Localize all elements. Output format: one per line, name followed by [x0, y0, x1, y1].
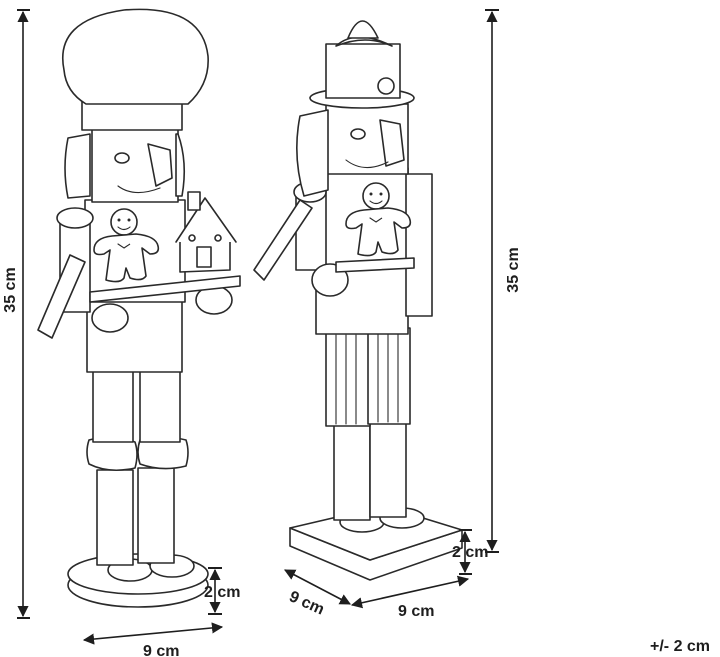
gingerbread-house [175, 191, 237, 273]
right-fig-hair [296, 109, 329, 197]
right-fig-right-arm [405, 173, 433, 317]
right-leg [139, 369, 181, 443]
left-nutcracker-figure [37, 8, 241, 608]
right-base-height-dimension [459, 529, 472, 575]
right-fig-right-leg [367, 327, 411, 425]
trouser-stripes [335, 332, 399, 425]
left-height-label: 35 cm [2, 267, 19, 312]
left-base-width-dimension [82, 622, 224, 645]
left-shoulder [56, 207, 94, 229]
mustache [117, 185, 161, 194]
hat-band [81, 99, 183, 131]
left-hand [91, 303, 129, 333]
right-base-width-label: 9 cm [398, 603, 434, 620]
right-fig-left-leg [325, 329, 371, 427]
right-base-depth-dimension [284, 569, 351, 605]
right-fig-nose [379, 119, 405, 167]
right-base-width-dimension [350, 575, 470, 609]
left-height-dimension [17, 9, 30, 619]
right-fig-eye [350, 128, 366, 140]
chef-hat [62, 8, 209, 105]
left-boot [96, 469, 134, 566]
right-fig-mustache [345, 159, 389, 169]
hat-finial [347, 20, 379, 39]
left-base-height-label: 2 cm [204, 584, 240, 601]
left-base-width-label: 9 cm [143, 643, 179, 657]
right-hair [175, 133, 186, 197]
right-fig-left-boot [333, 424, 371, 521]
right-height-dimension [485, 9, 499, 553]
tray [89, 275, 241, 303]
right-height-label: 35 cm [505, 247, 522, 292]
gingerbread-man-left [93, 208, 160, 283]
eye [114, 152, 130, 164]
left-leg [92, 369, 134, 443]
gingerbread-man-right [345, 182, 412, 257]
right-fig-right-boot [369, 421, 407, 518]
right-boot [137, 467, 175, 564]
nose [147, 143, 173, 187]
right-nutcracker-figure [253, 20, 463, 581]
right-base-height-label: 2 cm [452, 544, 488, 561]
hat-ornament [377, 77, 395, 95]
left-arm-bat [37, 254, 86, 339]
tolerance-note: +/- 2 cm [650, 638, 710, 655]
right-fig-tray [335, 257, 415, 273]
right-base-depth-label: 9 cm [286, 588, 326, 618]
right-fig-bat [253, 199, 313, 281]
left-base-height-dimension [208, 567, 222, 615]
left-hair [64, 133, 91, 199]
